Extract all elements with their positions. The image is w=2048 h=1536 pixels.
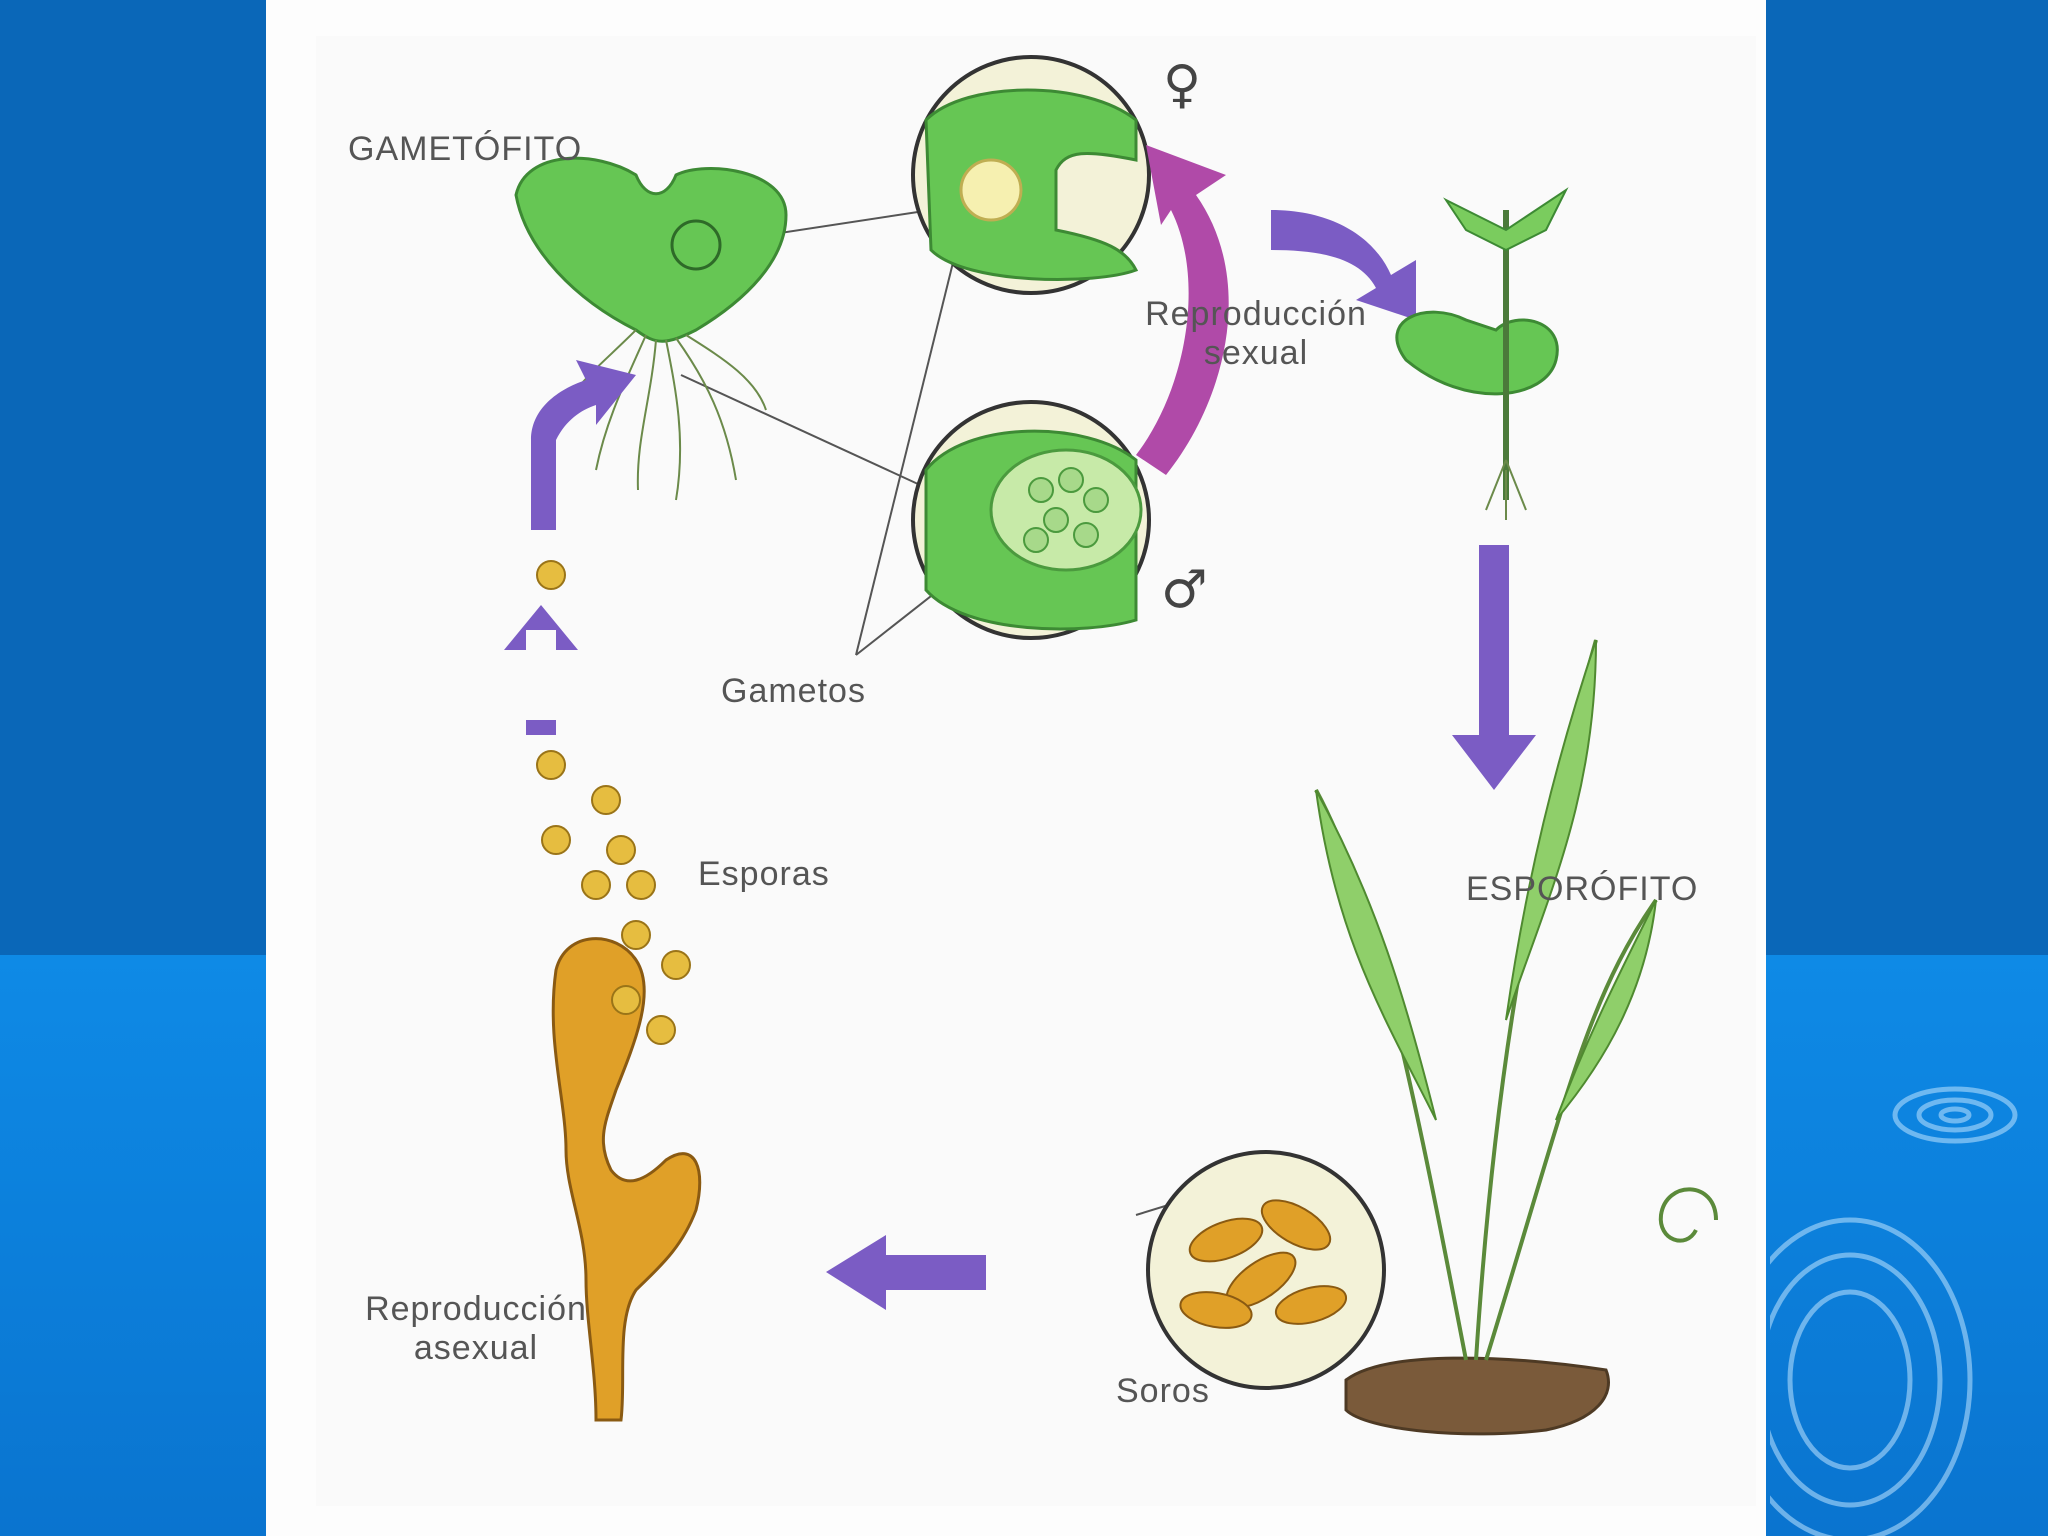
label-esporas: Esporas [698,855,830,893]
sexual-reproduction-arrow [1136,145,1229,475]
soros-detail [1146,1150,1386,1390]
fern-sporophyte-illustration [1314,639,1718,1436]
label-gametofito: GAMETÓFITO [348,130,583,168]
archegonium-detail [911,55,1151,295]
label-reproduccion-asexual: Reproducción asexual [365,1290,587,1367]
label-reproduccion-sexual: Reproducción sexual [1145,295,1367,372]
female-symbol: ♀ [1163,55,1202,115]
cycle-arrows [504,210,1536,1310]
antheridium-detail [911,400,1151,640]
sporangium-illustration [551,937,702,1422]
fern-life-cycle-diagram [504,55,1718,1436]
diagram-panel: GAMETÓFITO ESPORÓFITO Reproducción sexua… [266,0,1766,1536]
label-soros: Soros [1116,1372,1210,1410]
young-sporophyte-illustration [1395,187,1569,520]
spores [536,560,691,1045]
male-symbol: ♂ [1161,560,1208,620]
label-gametos: Gametos [721,672,866,710]
label-esporofito: ESPORÓFITO [1466,870,1699,908]
ripple-decoration [1770,1086,2018,1536]
gametophyte-illustration [514,156,788,501]
